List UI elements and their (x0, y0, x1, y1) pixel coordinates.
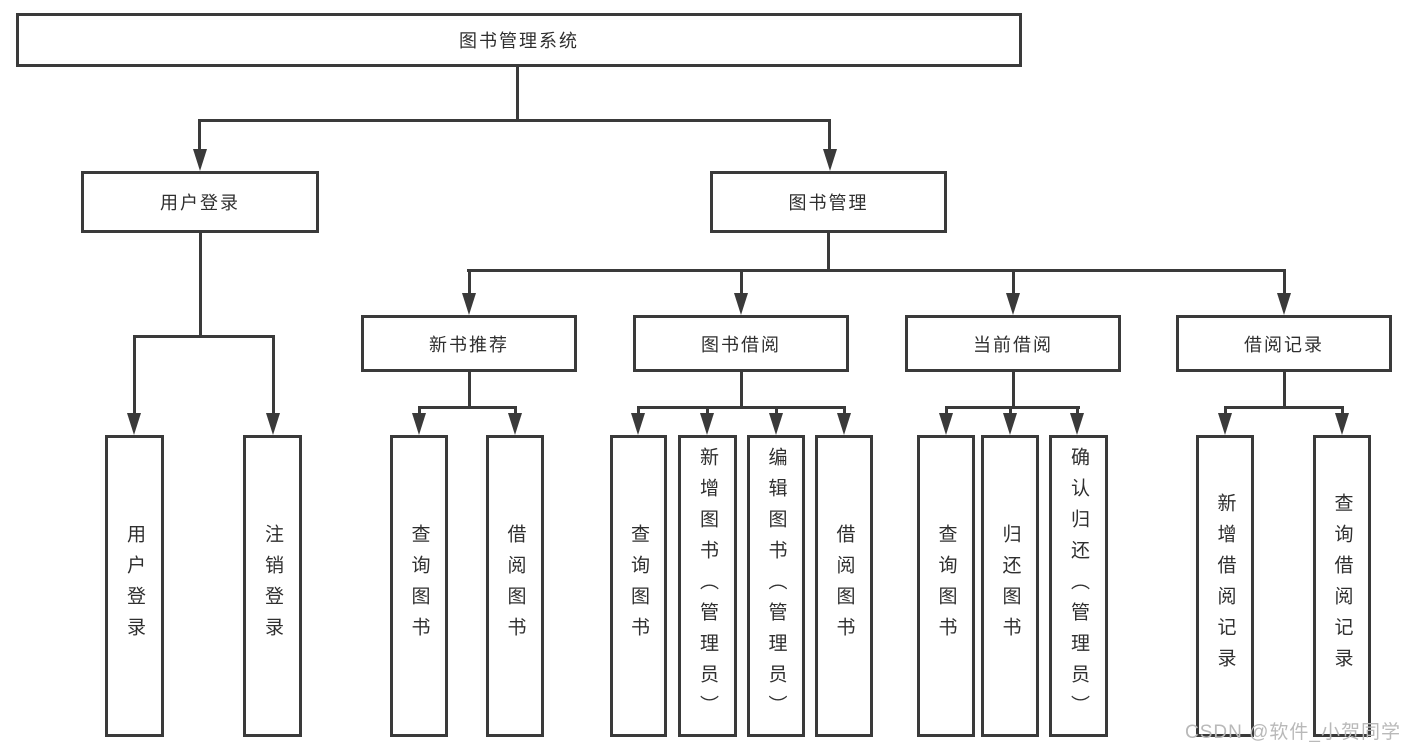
connector-line (1224, 406, 1344, 409)
arrowhead-icon (1218, 413, 1232, 435)
node-book-management: 图书管理 (710, 171, 947, 233)
leaf-add-borrow-record: 新增借阅记录 (1196, 435, 1254, 737)
leaf-borrow-books-recommend: 借阅图书 (486, 435, 544, 737)
connector-line (1009, 406, 1012, 416)
connector-line (775, 406, 778, 416)
connector-line (637, 406, 846, 409)
node-book-borrowing: 图书借阅 (633, 315, 849, 372)
connector-line (198, 119, 831, 122)
leaf-label: 借阅图书 (504, 524, 526, 648)
leaf-label: 用户登录 (124, 524, 145, 648)
leaf-label: 借阅图书 (833, 524, 855, 648)
leaf-label: 新增图书（管理员） (697, 446, 718, 726)
node-label: 用户登录 (160, 193, 240, 213)
node-borrowing-records: 借阅记录 (1176, 315, 1392, 372)
connector-line (637, 406, 640, 416)
leaf-logout: 注销登录 (243, 435, 302, 737)
arrowhead-icon (939, 413, 953, 435)
leaf-return-book: 归还图书 (981, 435, 1039, 737)
node-label: 新书推荐 (429, 334, 509, 355)
connector-line (740, 269, 743, 296)
node-label: 当前借阅 (973, 334, 1053, 355)
node-current-borrowing: 当前借阅 (905, 315, 1121, 372)
connector-line (1012, 269, 1015, 296)
leaf-add-book-admin: 新增图书（管理员） (678, 435, 737, 737)
connector-line (1283, 269, 1286, 296)
arrowhead-icon (1335, 413, 1349, 435)
node-user-login: 用户登录 (81, 171, 319, 233)
node-library-system: 图书管理系统 (16, 13, 1022, 67)
connector-line (133, 335, 136, 415)
arrowhead-icon (734, 293, 748, 315)
connector-line (199, 233, 202, 338)
arrowhead-icon (700, 413, 714, 435)
arrowhead-icon (1070, 413, 1084, 435)
node-label: 图书借阅 (701, 334, 781, 355)
connector-line (418, 406, 421, 416)
arrowhead-icon (462, 293, 476, 315)
leaf-label: 查询图书 (935, 524, 957, 648)
connector-line (1283, 372, 1286, 409)
connector-line (468, 372, 471, 409)
connector-line (1224, 406, 1227, 416)
leaf-query-books-current: 查询图书 (917, 435, 975, 737)
arrowhead-icon (769, 413, 783, 435)
leaf-confirm-return-admin: 确认归还（管理员） (1049, 435, 1108, 737)
arrowhead-icon (508, 413, 522, 435)
connector-line (516, 65, 519, 121)
leaf-label: 归还图书 (999, 524, 1021, 648)
watermark: CSDN @软件_小贺同学 (1185, 722, 1401, 743)
leaf-user-login: 用户登录 (105, 435, 164, 737)
arrowhead-icon (1006, 293, 1020, 315)
connector-line (706, 406, 709, 416)
leaf-label: 新增借阅记录 (1214, 493, 1236, 679)
connector-line (945, 406, 1080, 409)
connector-line (198, 119, 201, 154)
leaf-query-books-borrowing: 查询图书 (610, 435, 667, 737)
leaf-label: 编辑图书（管理员） (765, 446, 787, 726)
arrowhead-icon (266, 413, 280, 435)
connector-line (272, 335, 275, 415)
connector-line (1341, 406, 1344, 416)
node-label: 借阅记录 (1244, 334, 1324, 355)
leaf-edit-book-admin: 编辑图书（管理员） (747, 435, 805, 737)
connector-line (418, 406, 517, 409)
arrowhead-icon (127, 413, 141, 435)
arrowhead-icon (1277, 293, 1291, 315)
connector-line (1012, 372, 1015, 409)
connector-line (740, 372, 743, 409)
leaf-query-borrow-record: 查询借阅记录 (1313, 435, 1371, 737)
arrowhead-icon (823, 149, 837, 171)
arrowhead-icon (412, 413, 426, 435)
arrowhead-icon (1003, 413, 1017, 435)
connector-line (827, 233, 830, 272)
connector-line (828, 119, 831, 154)
leaf-label: 查询图书 (408, 524, 430, 648)
connector-line (843, 406, 846, 416)
connector-line (1076, 406, 1079, 416)
leaf-borrow-books-borrowing: 借阅图书 (815, 435, 873, 737)
node-label: 图书管理系统 (459, 31, 579, 51)
leaf-label: 查询图书 (628, 524, 649, 648)
leaf-label: 注销登录 (262, 524, 283, 648)
leaf-label: 查询借阅记录 (1331, 493, 1353, 679)
arrowhead-icon (193, 149, 207, 171)
connector-line (467, 269, 1286, 272)
node-new-book-recommendation: 新书推荐 (361, 315, 577, 372)
arrowhead-icon (631, 413, 645, 435)
arrowhead-icon (837, 413, 851, 435)
connector-line (945, 406, 948, 416)
node-label: 图书管理 (788, 193, 869, 213)
connector-line (514, 406, 517, 416)
leaf-label: 确认归还（管理员） (1068, 446, 1089, 726)
connector-line (468, 269, 471, 296)
leaf-query-books-recommend: 查询图书 (390, 435, 448, 737)
connector-line (133, 335, 275, 338)
